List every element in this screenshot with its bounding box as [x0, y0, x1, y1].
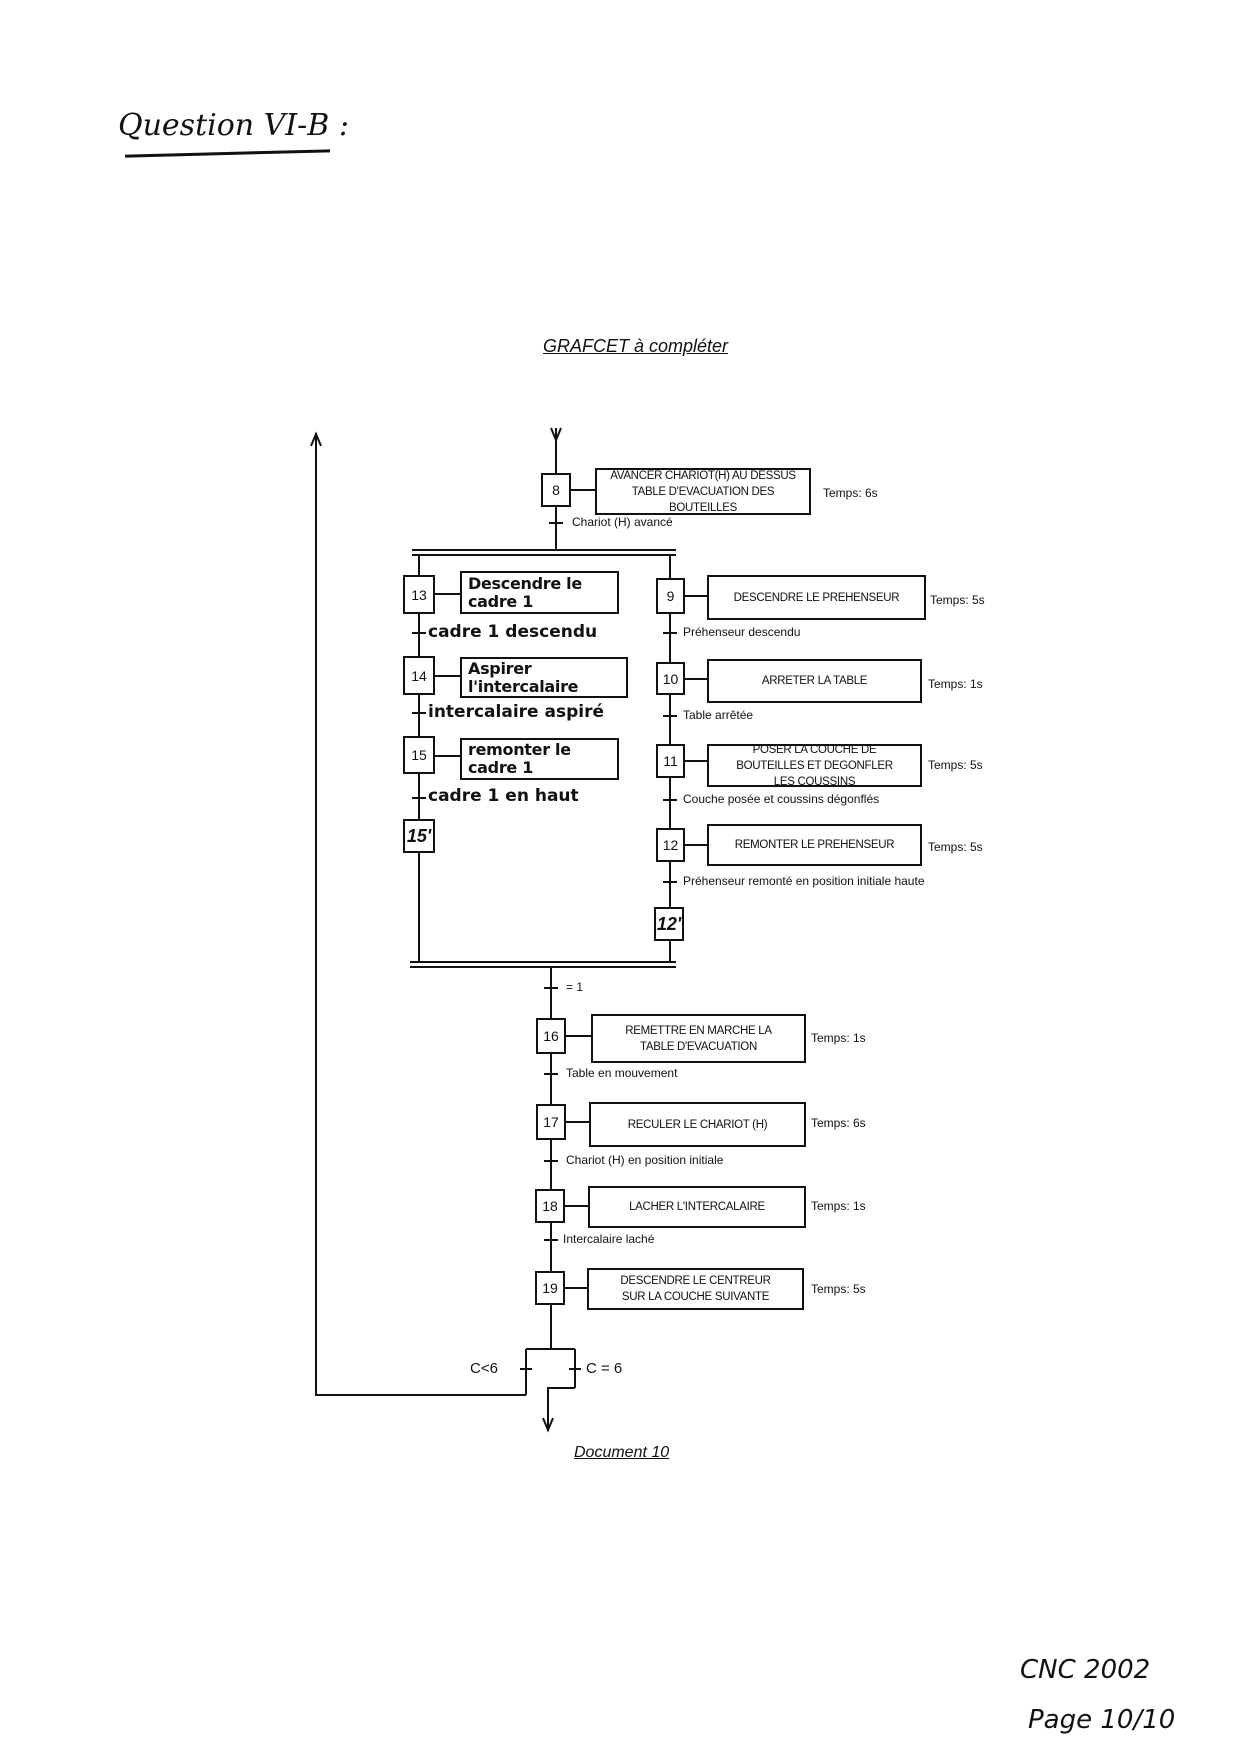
page-number: Page 10/10 [1028, 1705, 1176, 1735]
temps-step-10: Temps: 1s [928, 677, 983, 691]
choice-transition-left: C<6 [470, 1360, 498, 1377]
temps-step-12: Temps: 5s [928, 840, 983, 854]
transition-17: Chariot (H) en position initiale [566, 1153, 724, 1167]
question-title: Question VI-B : [118, 108, 349, 143]
transition-11: Couche posée et coussins dégonflés [683, 792, 880, 806]
step-14[interactable]: 14 [403, 656, 435, 695]
step-9[interactable]: 9 [656, 578, 685, 614]
transition-12: Préhenseur remonté en position initiale … [683, 874, 925, 888]
step-11[interactable]: 11 [656, 744, 685, 778]
temps-step-9: Temps: 5s [930, 593, 985, 607]
step-18[interactable]: 18 [535, 1189, 565, 1223]
transition-9: Préhenseur descendu [683, 625, 801, 639]
step-10[interactable]: 10 [656, 662, 685, 695]
step-8[interactable]: 8 [541, 473, 571, 507]
transition-14: intercalaire aspiré [428, 702, 604, 722]
action-step-12: REMONTER LE PREHENSEUR [707, 824, 922, 866]
transition-10: Table arrêtée [683, 708, 754, 722]
step-19[interactable]: 19 [535, 1271, 565, 1305]
step-15[interactable]: 15 [403, 736, 435, 774]
action-step-15: remonter le cadre 1 [460, 738, 619, 780]
temps-step-16: Temps: 1s [811, 1031, 866, 1045]
action-step-16: REMETTRE EN MARCHE LA TABLE D'EVACUATION [591, 1014, 806, 1063]
action-step-19: DESCENDRE LE CENTREUR SUR LA COUCHE SUIV… [587, 1268, 804, 1310]
transition-15: cadre 1 en haut [428, 786, 579, 806]
transition-18: Intercalaire laché [563, 1232, 655, 1246]
transition-13: cadre 1 descendu [428, 622, 598, 642]
transition-16: Table en mouvement [566, 1066, 678, 1080]
action-step-17: RECULER LE CHARIOT (H) [589, 1102, 806, 1147]
choice-transition-right: C = 6 [586, 1360, 623, 1377]
temps-step-19: Temps: 5s [811, 1282, 866, 1296]
action-step-9: DESCENDRE LE PREHENSEUR [707, 575, 926, 620]
action-step-8: AVANCER CHARIOT(H) AU DESSUS TABLE D'EVA… [595, 468, 811, 515]
temps-step-11: Temps: 5s [928, 758, 983, 772]
step-13[interactable]: 13 [403, 575, 435, 614]
temps-step-18: Temps: 1s [811, 1199, 866, 1213]
action-step-18: LACHER L'INTERCALAIRE [588, 1186, 806, 1228]
transition-8: Chariot (H) avancé [572, 515, 673, 529]
document-caption: Document 10 [574, 1444, 670, 1461]
exam-label: CNC 2002 [1020, 1655, 1151, 1685]
step-12-prime[interactable]: 12' [654, 907, 684, 941]
step-17[interactable]: 17 [536, 1104, 566, 1140]
temps-step-17: Temps: 6s [811, 1116, 866, 1130]
step-12[interactable]: 12 [656, 828, 685, 862]
step-15-prime[interactable]: 15' [403, 819, 435, 853]
action-step-13: Descendre le cadre 1 [460, 571, 619, 614]
action-step-10: ARRETER LA TABLE [707, 659, 922, 703]
action-step-14: Aspirer l'intercalaire [460, 657, 628, 698]
sync-transition: = 1 [566, 980, 584, 994]
temps-step-8: Temps: 6s [823, 486, 878, 500]
step-16[interactable]: 16 [536, 1018, 566, 1054]
grafcet-title: GRAFCET à compléter [543, 336, 729, 356]
action-step-11: POSER LA COUCHE DE BOUTEILLES ET DEGONFL… [707, 744, 922, 788]
